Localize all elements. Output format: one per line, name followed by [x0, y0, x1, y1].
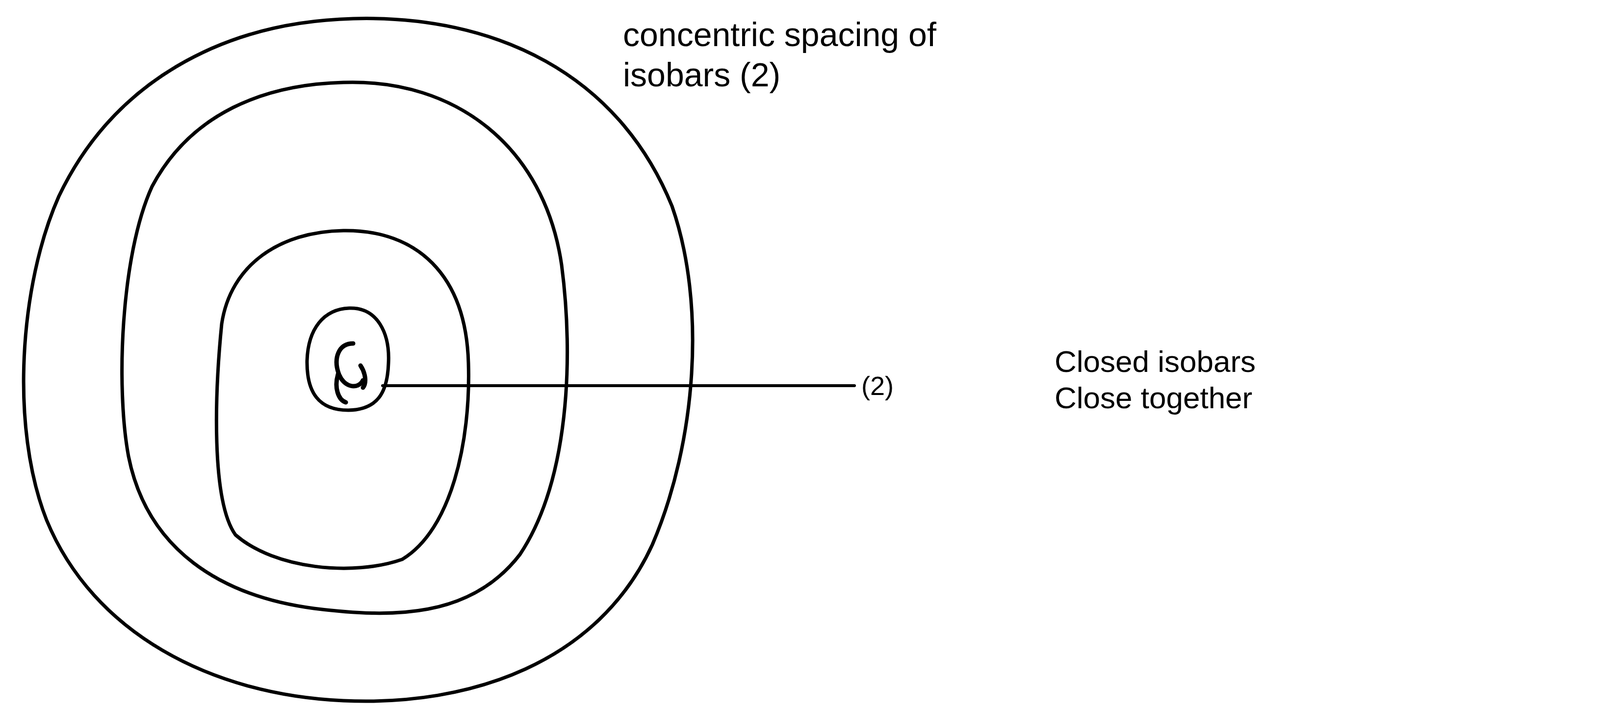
middle-isobar — [122, 82, 568, 614]
note-text: Closed isobars Close together — [1054, 343, 1330, 417]
inner-isobar — [216, 230, 469, 568]
central-isobar — [307, 308, 389, 411]
outer-isobar — [23, 18, 693, 701]
note-text: concentric spacing of isobars (2) — [622, 14, 937, 95]
leader-line — [382, 384, 855, 388]
callout-number: (2) — [861, 369, 894, 402]
storm-symbol — [336, 343, 366, 403]
